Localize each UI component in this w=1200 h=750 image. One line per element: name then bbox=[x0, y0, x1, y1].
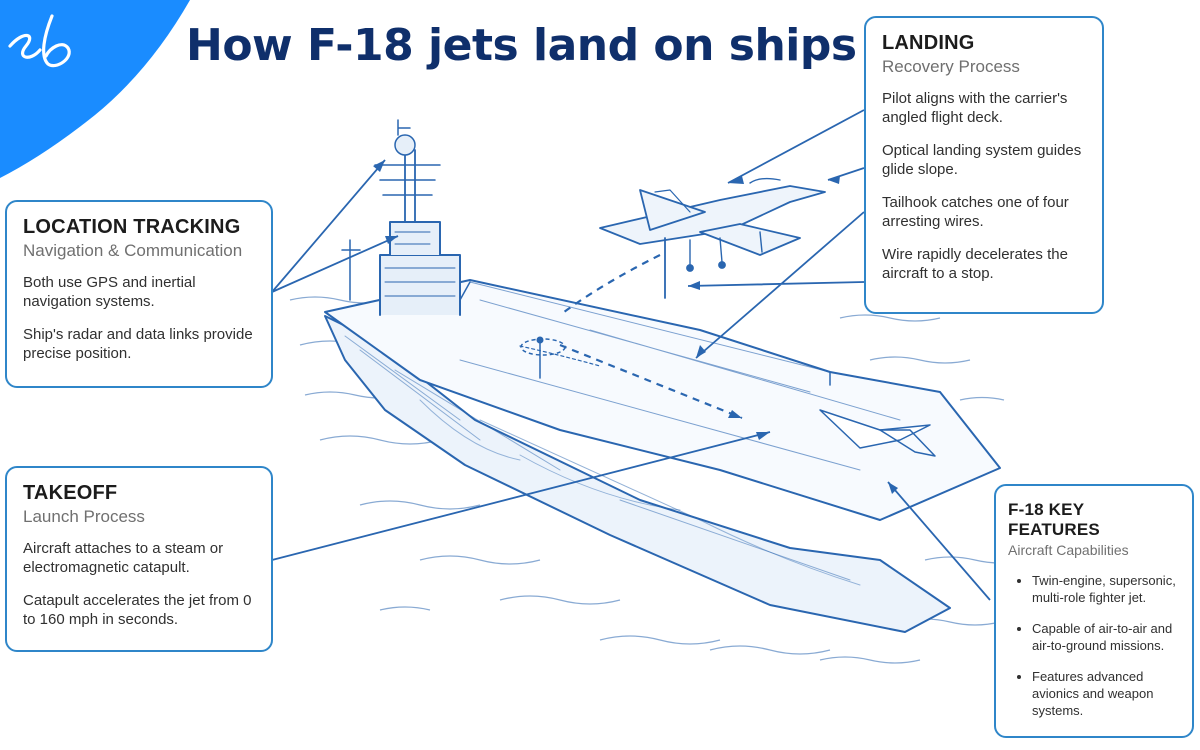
location-tracking-text: Ship's radar and data links provide prec… bbox=[23, 326, 253, 362]
feature-item: Twin-engine, supersonic, multi-role figh… bbox=[1032, 572, 1180, 606]
location-tracking-heading: LOCATION TRACKING bbox=[23, 216, 241, 238]
location-tracking-card: LOCATION TRACKING Navigation & Communica… bbox=[5, 200, 273, 388]
leader-lines bbox=[271, 109, 991, 601]
feature-item: Features advanced avionics and weapon sy… bbox=[1032, 668, 1180, 719]
landing-card: LANDING Recovery Process Pilot aligns wi… bbox=[864, 16, 1104, 314]
location-tracking-text: Both use GPS and inertial navigation sys… bbox=[23, 274, 196, 310]
landing-heading: LANDING bbox=[882, 32, 975, 54]
logo-corner bbox=[0, 0, 190, 178]
f18-features-card: F-18 KEY FEATURES Aircraft Capabilities … bbox=[994, 484, 1194, 738]
flight-path bbox=[559, 254, 743, 420]
landing-text: Wire rapidly decelerates the aircraft to… bbox=[882, 246, 1068, 282]
arrowheads bbox=[373, 160, 898, 494]
f18-features-list: Twin-engine, supersonic, multi-role figh… bbox=[1008, 572, 1180, 719]
f18-features-heading: F-18 KEY FEATURES bbox=[1008, 500, 1100, 539]
flight-path-arrowhead bbox=[728, 410, 742, 418]
landing-text: Optical landing system guides glide slop… bbox=[882, 142, 1082, 178]
takeoff-text: Aircraft attaches to a steam or electrom… bbox=[23, 540, 224, 576]
landing-text: Tailhook catches one of four arresting w… bbox=[882, 194, 1069, 230]
f18-jet bbox=[599, 177, 826, 299]
landing-subheading: Recovery Process bbox=[882, 57, 1020, 76]
sea-waves bbox=[289, 296, 1026, 664]
landing-target-ring bbox=[520, 338, 566, 356]
feature-item: Capable of air-to-air and air-to-ground … bbox=[1032, 620, 1180, 654]
takeoff-text: Catapult accelerates the jet from 0 to 1… bbox=[23, 592, 252, 628]
location-tracking-subheading: Navigation & Communication bbox=[23, 241, 243, 260]
takeoff-card: TAKEOFF Launch Process Aircraft attaches… bbox=[5, 466, 273, 652]
takeoff-subheading: Launch Process bbox=[23, 507, 145, 526]
page-title: How F-18 jets land on ships bbox=[186, 20, 857, 71]
landing-text: Pilot aligns with the carrier's angled f… bbox=[882, 90, 1068, 126]
f18-features-subheading: Aircraft Capabilities bbox=[1008, 542, 1129, 558]
takeoff-heading: TAKEOFF bbox=[23, 482, 118, 504]
